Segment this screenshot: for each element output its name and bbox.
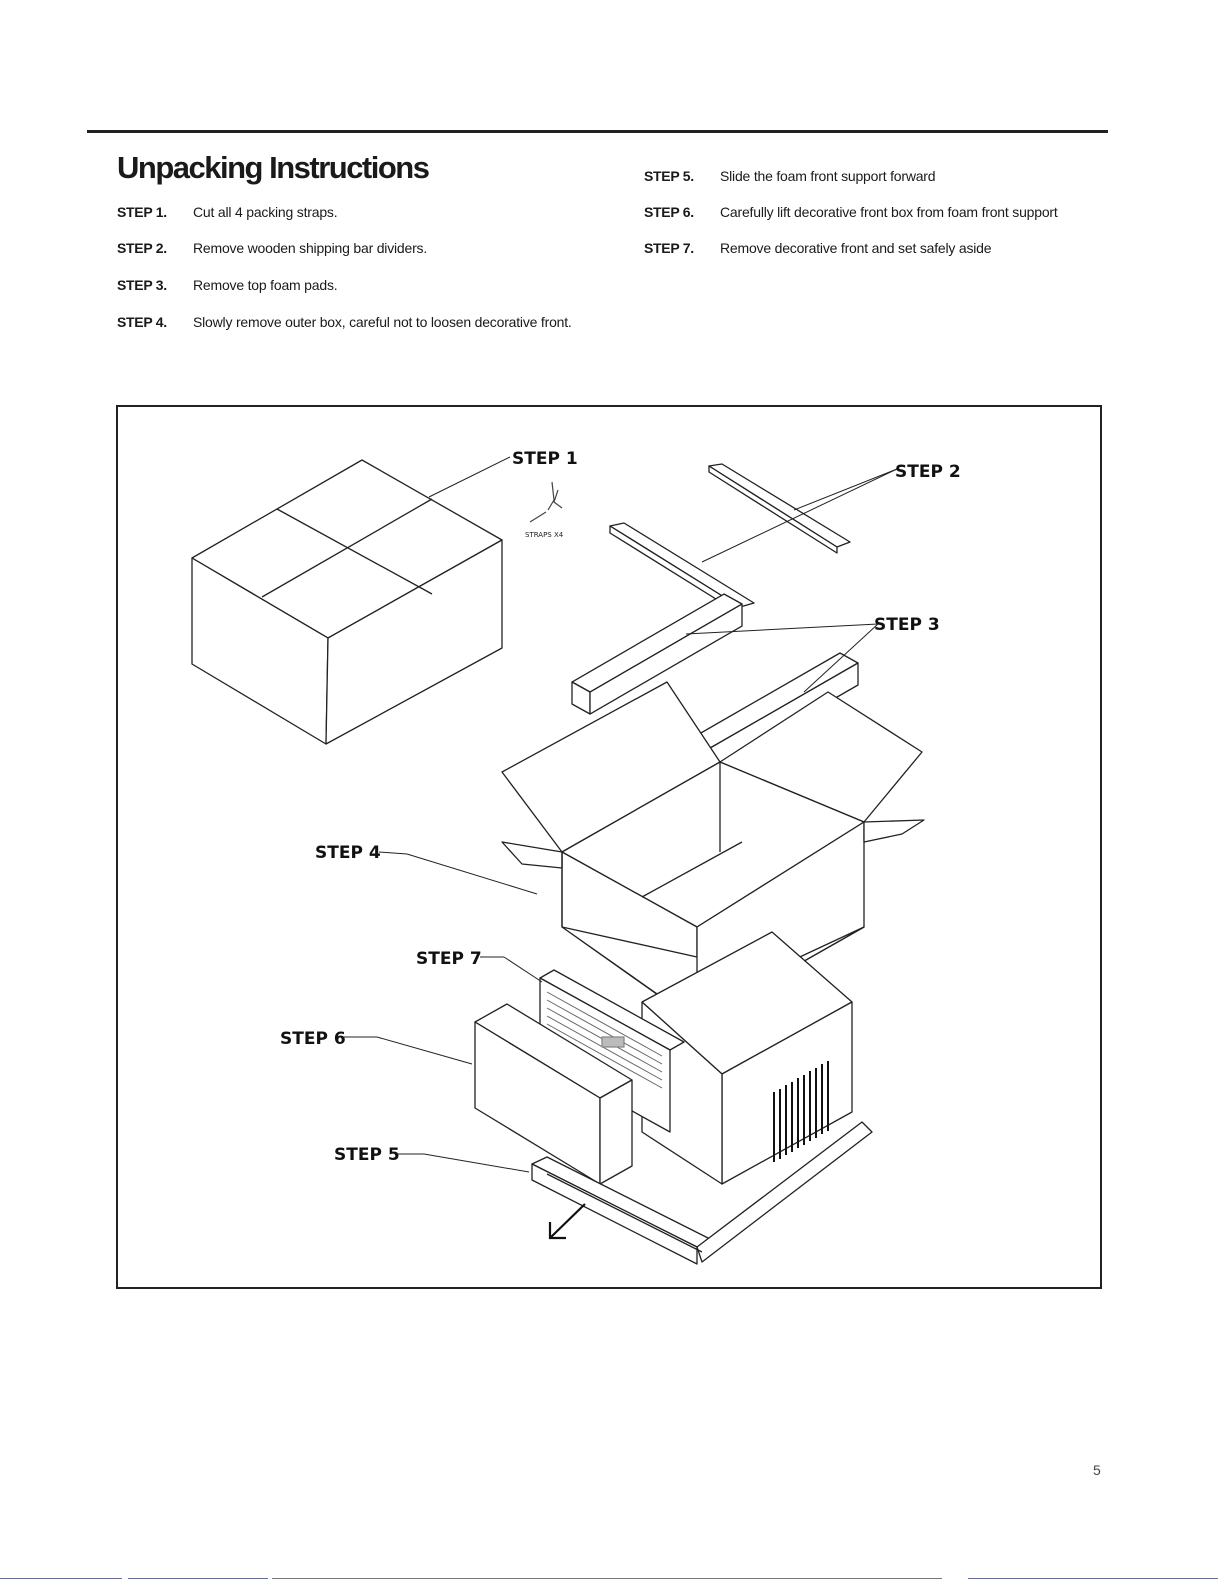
bottom-rule-left [0,1578,122,1579]
diagram-label-step-3: STEP 3 [874,615,940,635]
step-text: Carefully lift decorative front box from… [720,204,1058,220]
diagram-label-step-7: STEP 7 [416,949,482,969]
bottom-rule-link [128,1578,268,1579]
exploded-view-illustration: STEP 1 STRAPS X4 STEP 2 STEP 3 STEP 4 ST… [191,449,961,1265]
bottom-rule-middle [272,1578,942,1579]
leader-lines [342,456,898,1173]
step-number: STEP 5. [644,168,694,184]
diagram-label-step-2: STEP 2 [895,462,961,482]
decorative-front-panel [539,969,685,1133]
step-item-7: STEP 7. Remove decorative front and set … [644,240,992,256]
diagram-label-step-6: STEP 6 [280,1029,346,1049]
slide-direction-arrow-icon [548,1203,586,1240]
shipping-bar-top-side [708,465,838,554]
step-number: STEP 3. [117,277,167,293]
shipping-bar-lower [609,522,755,608]
diagram-label-step-1: STEP 1 [512,449,578,469]
step-number: STEP 2. [117,240,167,256]
step-text: Remove top foam pads. [193,277,338,293]
step-item-5: STEP 5. Slide the foam front support for… [644,168,936,184]
top-rule [87,130,1108,133]
diagram-label-step-4: STEP 4 [315,843,381,863]
foam-pad-left [571,593,743,715]
decorative-front-box [474,1003,633,1185]
page-title: Unpacking Instructions [117,150,430,185]
air-conditioner-unit [641,931,853,1185]
unpacking-diagram: STEP 1 STRAPS X4 STEP 2 STEP 3 STEP 4 ST… [116,405,1102,1289]
page-number: 5 [1093,1462,1101,1478]
closed-shipping-box [191,459,503,745]
step-text: Remove wooden shipping bar dividers. [193,240,428,256]
scissors-icon [529,481,563,523]
foam-front-support [531,1121,873,1265]
step-text: Slowly remove outer box, careful not to … [193,314,572,330]
step-item-6: STEP 6. Carefully lift decorative front … [644,204,1058,220]
step-item-2: STEP 2. Remove wooden shipping bar divid… [117,240,427,256]
step-number: STEP 1. [117,204,167,220]
step-number: STEP 4. [117,314,167,330]
step-text: Cut all 4 packing straps. [193,204,338,220]
step-number: STEP 6. [644,204,694,220]
step-item-3: STEP 3. Remove top foam pads. [117,277,338,293]
step-item-1: STEP 1. Cut all 4 packing straps. [117,204,338,220]
shipping-bar-top [708,463,851,548]
diagram-label-straps: STRAPS X4 [525,531,564,539]
step-number: STEP 7. [644,240,694,256]
step-text: Remove decorative front and set safely a… [720,240,992,256]
bottom-rule-right [968,1578,1218,1579]
step-item-4: STEP 4. Slowly remove outer box, careful… [117,314,572,330]
diagram-label-step-5: STEP 5 [334,1145,400,1165]
step-text: Slide the foam front support forward [720,168,936,184]
